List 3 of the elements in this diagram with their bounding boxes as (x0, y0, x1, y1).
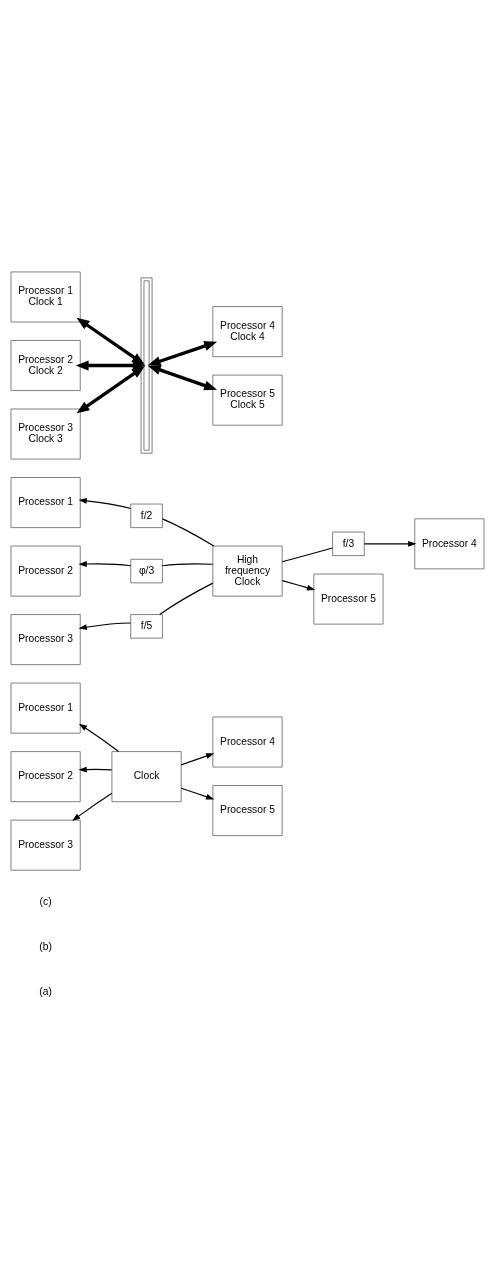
label: (c) (39, 895, 52, 907)
label: (b) (39, 940, 52, 952)
label: (a) (39, 985, 52, 997)
